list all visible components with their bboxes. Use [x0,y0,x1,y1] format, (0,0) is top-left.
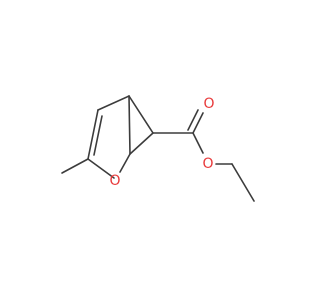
bond-c3-c4-double [87,109,99,160]
bond-carbonyl-ester-oxygen [192,132,204,154]
structure-diagram: O O O [61,95,255,202]
bond-ch2-ch3 [231,163,255,202]
bond-c5-c1 [128,95,131,155]
ring-oxygen-label: O [109,173,120,189]
ester-oxygen-label: O [202,156,213,172]
bond-c1-c6 [129,132,154,155]
carbonyl-oxygen-label: O [203,96,214,112]
bond-c4-c5 [97,95,130,111]
bond-c3-c4-double-inner [93,115,103,156]
bond-ring-oxygen-c1 [119,153,131,173]
bond-carbonyl-double-outer [192,112,204,134]
bond-c3-methyl [61,158,89,174]
bond-c3-ring-oxygen [87,158,115,179]
bond-carbonyl-double-inner [187,109,199,131]
bond-c5-c6 [128,95,154,134]
